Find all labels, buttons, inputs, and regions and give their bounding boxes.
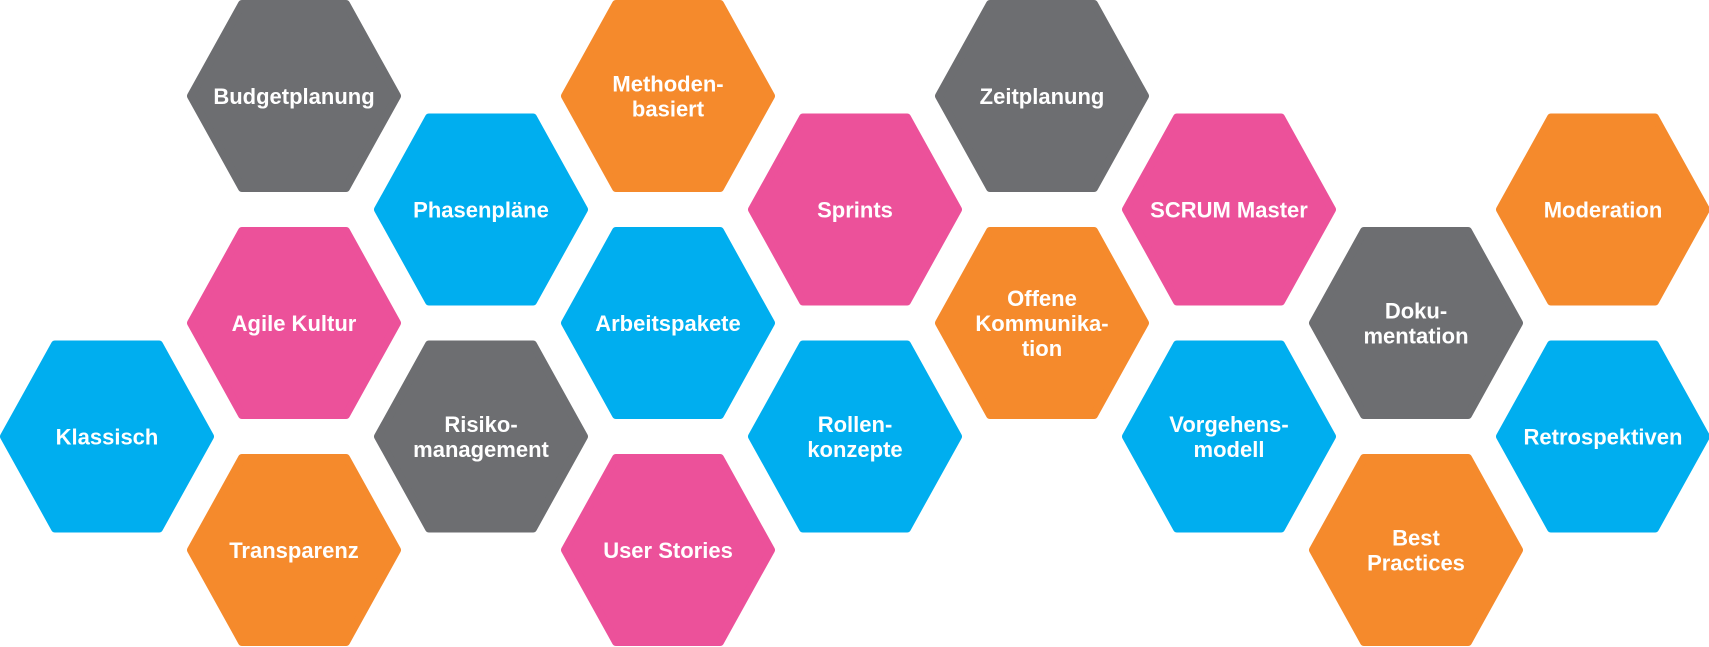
hexagon-shape: [1309, 227, 1523, 419]
hexagon-label: tion: [1022, 336, 1062, 361]
hexagon-shape: [374, 113, 588, 306]
hexagon-label: Doku-: [1385, 299, 1447, 324]
hexagon-phasenpläne: Phasenpläne: [374, 113, 588, 306]
hexagon-shape: [748, 340, 962, 533]
hexagon-budgetplanung: Budgetplanung: [187, 0, 401, 192]
hexagon-vorgehens-modell: Vorgehens-modell: [1122, 340, 1336, 533]
hexagon-shape: [1496, 340, 1709, 533]
hexagon-klassisch: Klassisch: [0, 340, 214, 533]
hexagon-label: Vorgehens-: [1169, 412, 1288, 437]
hexagon-doku-mentation: Doku-mentation: [1309, 227, 1523, 419]
hexagon-label: Retrospektiven: [1524, 425, 1683, 450]
hexagon-label: Agile Kultur: [232, 311, 357, 336]
hexagon-moderation: Moderation: [1496, 113, 1709, 306]
hexagon-shape: [187, 227, 401, 419]
hexagon-shape: [748, 113, 962, 306]
hexagon-label: SCRUM Master: [1150, 198, 1308, 223]
hexagon-shape: [1496, 113, 1709, 306]
hexagon-label: Rollen-: [818, 412, 893, 437]
hexagon-transparenz: Transparenz: [187, 454, 401, 646]
hexagon-label: Risiko-: [444, 412, 517, 437]
hexagon-label: konzepte: [807, 437, 902, 462]
hexagon-label: Phasenpläne: [413, 198, 549, 223]
hexagon-shape: [187, 454, 401, 646]
hexagon-shape: [187, 0, 401, 192]
hexagon-label: Kommunika-: [975, 311, 1108, 336]
hexagon-label: Zeitplanung: [980, 84, 1105, 109]
hexagon-shape: [561, 227, 775, 419]
hexagon-agile-kultur: Agile Kultur: [187, 227, 401, 419]
hexagon-scrum-master: SCRUM Master: [1122, 113, 1336, 306]
hexagon-shape: [935, 227, 1149, 419]
hexagon-arbeitspakete: Arbeitspakete: [561, 227, 775, 419]
hexagon-label: Sprints: [817, 198, 893, 223]
hexagon-shape: [0, 340, 214, 533]
hexagon-risiko-management: Risiko-management: [374, 340, 588, 533]
hexagon-shape: [935, 0, 1149, 192]
hexagon-label: Arbeitspakete: [595, 311, 741, 336]
hexagon-shape: [561, 454, 775, 646]
hexagon-label: management: [413, 437, 549, 462]
hexagon-label: Offene: [1007, 286, 1077, 311]
hexagon-label: Transparenz: [229, 538, 359, 563]
hexagon-shape: [561, 0, 775, 192]
hexagon-label: mentation: [1363, 324, 1468, 349]
hexagon-label: Budgetplanung: [213, 84, 374, 109]
hexagon-label: Methoden-: [612, 72, 723, 97]
hexagon-methoden-basiert: Methoden-basiert: [561, 0, 775, 192]
hexagon-rollen-konzepte: Rollen-konzepte: [748, 340, 962, 533]
hexagon-label: Best: [1392, 526, 1440, 551]
hexagon-label: basiert: [632, 97, 705, 122]
hexagon-shape: [374, 340, 588, 533]
hexagon-sprints: Sprints: [748, 113, 962, 306]
hexagon-label: modell: [1194, 437, 1265, 462]
hexagon-label: Klassisch: [56, 425, 159, 450]
hexagon-shape: [1309, 454, 1523, 646]
hexagon-label: Moderation: [1544, 198, 1663, 223]
hexagon-zeitplanung: Zeitplanung: [935, 0, 1149, 192]
hexagon-shape: [1122, 340, 1336, 533]
hexagon-label: User Stories: [603, 538, 733, 563]
hexagon-shape: [1122, 113, 1336, 306]
hexagon-user-stories: User Stories: [561, 454, 775, 646]
hexagon-label: Practices: [1367, 551, 1465, 576]
hexagon-retrospektiven: Retrospektiven: [1496, 340, 1709, 533]
